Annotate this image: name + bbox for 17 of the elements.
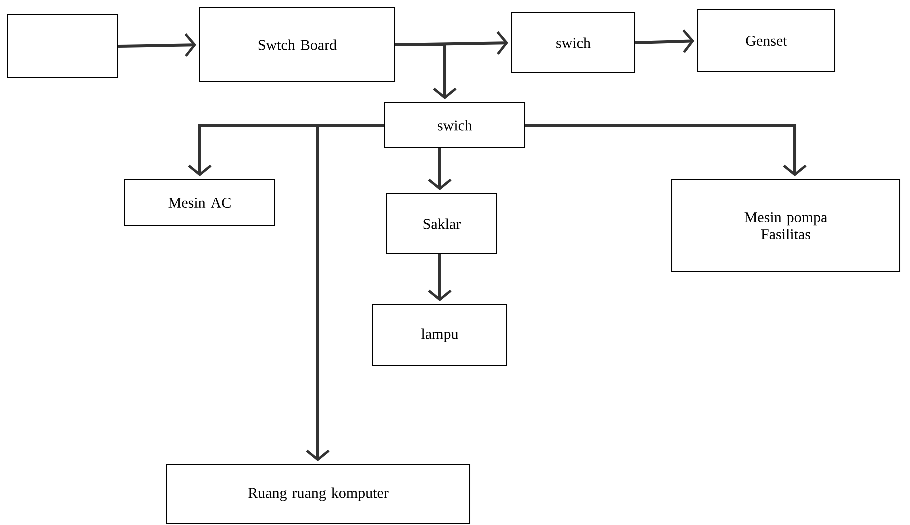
process-box: Genset	[698, 10, 836, 72]
arrow	[635, 30, 694, 54]
process-box: Saklar	[386, 194, 498, 254]
switch-box: swich	[384, 102, 526, 148]
process-box: Ruang ruang komputer	[166, 464, 470, 524]
process-box: Swtch Board	[200, 8, 396, 82]
arrow	[428, 148, 452, 190]
process-box: lampu	[372, 304, 508, 366]
arrow	[526, 124, 807, 176]
arrow	[428, 254, 452, 302]
process-box: Mesin AC	[124, 180, 276, 226]
arrow	[396, 44, 457, 100]
process-box: Mesin pompa Fasilitas	[672, 180, 900, 272]
arrow	[306, 124, 384, 462]
arrow	[118, 33, 196, 58]
source-box	[8, 14, 118, 78]
process-box: swich	[512, 12, 636, 74]
